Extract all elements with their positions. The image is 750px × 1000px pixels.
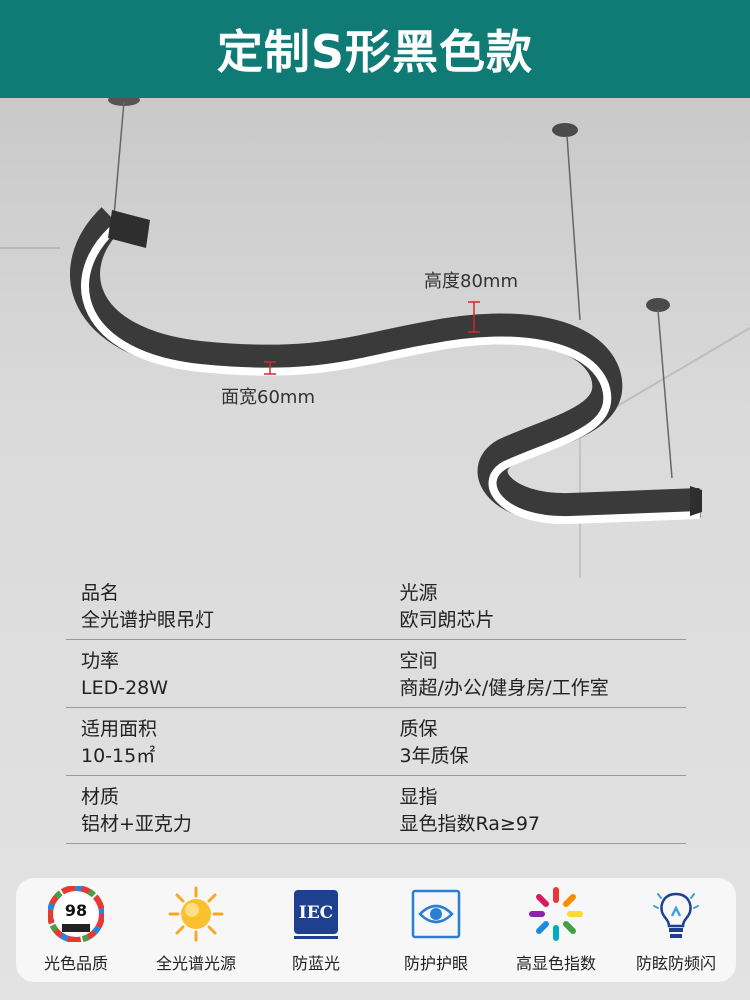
- width-dimension-label: 面宽60mm: [221, 387, 315, 408]
- spec-table: 品名 全光谱护眼吊灯 光源 欧司朗芯片 功率 LED-28W 空间 商超/办公/…: [66, 572, 686, 844]
- spec-value: LED-28W: [81, 677, 169, 699]
- lamp-body: [70, 207, 701, 524]
- spec-label: 功率: [81, 650, 120, 672]
- spec-value: 显色指数Ra≥97: [399, 813, 541, 835]
- feature-item: 高显色指数: [501, 886, 611, 974]
- spec-value: 全光谱护眼吊灯: [81, 609, 215, 631]
- table-row: 品名 全光谱护眼吊灯 光源 欧司朗芯片: [66, 572, 686, 640]
- lightbulb-icon: [653, 892, 699, 938]
- spec-label: 光源: [399, 582, 438, 604]
- spec-value: 3年质保: [399, 745, 469, 767]
- cri-badge-text: 98: [65, 901, 87, 920]
- color-wheel-icon: [529, 887, 583, 941]
- spec-value: 铝材+亚克力: [81, 813, 192, 835]
- height-dimension-label: 高度80mm: [424, 271, 518, 292]
- spec-label: 品名: [81, 582, 120, 604]
- cri-98-badge-icon: 98: [48, 886, 104, 942]
- feature-label: 防眩防频闪: [635, 954, 716, 973]
- ceiling-canopy: [552, 123, 578, 137]
- product-photo: 高度80mm 面宽60mm: [0, 98, 750, 1000]
- feature-label: 防蓝光: [291, 954, 340, 973]
- lamp-light-strip: [81, 227, 701, 525]
- feature-item: 防护护眼: [381, 886, 491, 974]
- feature-item: 98 光色品质: [21, 886, 131, 974]
- feature-item: IEC 防蓝光: [261, 886, 371, 974]
- table-row: 适用面积 10-15㎡ 质保 3年质保: [66, 708, 686, 776]
- ceiling-canopy: [108, 98, 140, 106]
- feature-icon-bar: 98 光色品质 全光谱光源 IEC 防蓝光: [16, 878, 736, 982]
- table-row: 功率 LED-28W 空间 商超/办公/健身房/工作室: [66, 640, 686, 708]
- page-title: 定制S形黑色款: [216, 25, 534, 79]
- s-shaped-pendant-lamp-illustration: [0, 98, 750, 578]
- iec-badge-text: IEC: [299, 903, 333, 923]
- iec-logo-icon: IEC: [294, 890, 338, 939]
- spec-label: 显指: [399, 786, 438, 808]
- feature-item: 防眩防频闪: [621, 886, 731, 974]
- feature-label: 全光谱光源: [155, 954, 236, 973]
- feature-label: 光色品质: [43, 954, 108, 973]
- ceiling-canopy: [646, 298, 670, 312]
- feature-item: 全光谱光源: [141, 886, 251, 974]
- feature-label: 防护护眼: [403, 954, 468, 973]
- feature-label: 高显色指数: [515, 954, 596, 973]
- spec-label: 质保: [399, 718, 438, 740]
- title-banner: 定制S形黑色款: [0, 0, 750, 98]
- spec-value: 10-15㎡: [81, 745, 156, 767]
- height-dimension-marker: [468, 301, 480, 333]
- table-row: 材质 铝材+亚克力 显指 显色指数Ra≥97: [66, 776, 686, 844]
- spec-value: 欧司朗芯片: [399, 609, 495, 631]
- spec-value: 商超/办公/健身房/工作室: [399, 677, 609, 699]
- eye-icon: [411, 889, 461, 939]
- width-dimension-marker: [264, 361, 276, 375]
- spec-label: 空间: [399, 650, 438, 672]
- sun-icon: [168, 886, 224, 942]
- spec-label: 适用面积: [81, 718, 158, 740]
- spec-label: 材质: [81, 786, 120, 808]
